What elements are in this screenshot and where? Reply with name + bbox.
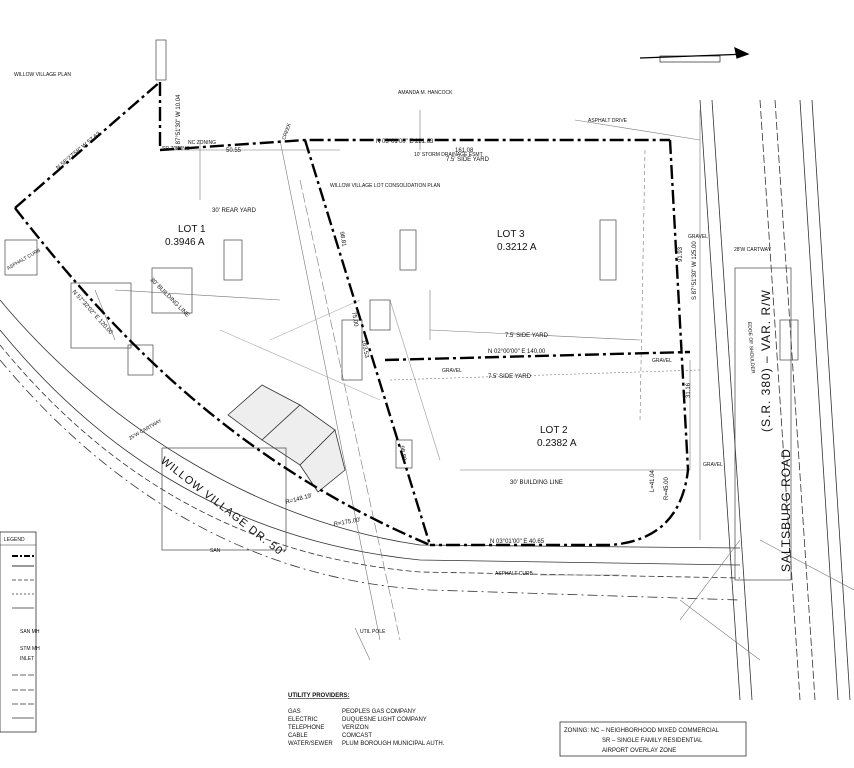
utility-provider-telephone: VERIZON bbox=[342, 725, 369, 731]
note-cartway-2: 25'W CARTWAY bbox=[128, 418, 164, 442]
bearing-middle: N 02°00'00" E 140.00 bbox=[488, 349, 546, 355]
note-utility-pole: UTIL POLE bbox=[360, 629, 386, 635]
bearing-north: N 03°01'00" E 221.63 bbox=[376, 139, 434, 145]
legend-inlet: INLET bbox=[20, 656, 34, 662]
utility-type-cable: CABLE bbox=[288, 733, 308, 739]
legend-box: LEGEND SAN MH STM MH INLET bbox=[0, 531, 40, 733]
dim-center-vert2: 75.00 bbox=[350, 311, 359, 327]
zoning-line-1: ZONING: NC – NEIGHBORHOOD MIXED COMMERCI… bbox=[564, 728, 720, 734]
utility-type-telephone: TELEPHONE bbox=[288, 725, 324, 731]
note-gravel-4: GRAVEL bbox=[703, 462, 723, 468]
note-asphalt-curb-1: ASPHALT CURB bbox=[495, 571, 534, 577]
bearing-east-upper: S 87°51'30" W 125.00 bbox=[692, 241, 698, 300]
utility-title: UTILITY PROVIDERS: bbox=[288, 693, 350, 699]
dim-arc1: R=148.19' bbox=[285, 493, 313, 506]
bearing-labels: N 03°01'00" E 221.63 N 58°27'58" W 57.63… bbox=[55, 94, 698, 545]
lot-3-name: LOT 3 bbox=[497, 229, 525, 240]
lot-3-area: 0.3212 A bbox=[497, 242, 537, 253]
note-edge-shoulder: EDGE OF SHOULDER bbox=[746, 322, 756, 374]
context-lines bbox=[94, 110, 854, 661]
zoning-line-3: AIRPORT OVERLAY ZONE bbox=[602, 748, 676, 754]
bearing-northwest: N 58°27'58" W 57.63 bbox=[55, 131, 102, 172]
legend-stm-mh: STM MH bbox=[20, 646, 40, 652]
utility-provider-water: PLUM BOROUGH MUNICIPAL AUTH. bbox=[342, 741, 445, 747]
note-building-line-2: 30' BUILDING LINE bbox=[510, 480, 563, 486]
road-saltsburg: SALTSBURG ROAD bbox=[779, 448, 793, 572]
dim-arc2: R=175.00' bbox=[333, 517, 361, 528]
bearing-nw-short: S 87°51'30" W 10.04 bbox=[176, 94, 182, 150]
bearing-south: N 03°01'00" E 40.65 bbox=[490, 539, 545, 545]
lot-2-area: 0.2382 A bbox=[537, 438, 577, 449]
utility-type-electric: ELECTRIC bbox=[288, 717, 318, 723]
note-rear-yard: 30' REAR YARD bbox=[212, 208, 257, 214]
building-pads bbox=[227, 384, 346, 493]
note-asphalt-drive: ASPHALT DRIVE bbox=[588, 118, 628, 124]
note-san: SAN bbox=[210, 548, 221, 554]
note-building-line-1: 30' BUILDING LINE bbox=[149, 277, 191, 319]
lot-2-name: LOT 2 bbox=[540, 425, 568, 436]
note-sr-zoning: SR ZONING bbox=[162, 146, 190, 152]
note-owner-2: AMANDA M. HANCOCK bbox=[398, 90, 453, 96]
note-gravel-3: GRAVEL bbox=[688, 234, 708, 240]
note-consolidation: WILLOW VILLAGE LOT CONSOLIDATION PLAN bbox=[330, 183, 441, 189]
site-notes: 30' REAR YARD 30' BUILDING LINE 30' BUIL… bbox=[6, 72, 772, 635]
lot-1-name: LOT 1 bbox=[178, 224, 206, 235]
annotation-boxes bbox=[4, 39, 799, 581]
utility-provider-gas: PEOPLES GAS COMPANY bbox=[342, 709, 416, 715]
utility-type-water: WATER/SEWER bbox=[288, 741, 333, 747]
note-side-yard-1: 7.5' SIDE YARD bbox=[446, 157, 490, 163]
note-storm-easement: 10' STORM DRAINAGE ESMT bbox=[414, 152, 483, 158]
north-arrow-icon bbox=[639, 46, 750, 63]
road-willow-village: WILLOW VILLAGE DR. 50' bbox=[158, 455, 287, 560]
legend-san-mh: SAN MH bbox=[20, 629, 40, 635]
utility-type-gas: GAS bbox=[288, 709, 301, 715]
note-nc-zoning: NC ZONING bbox=[188, 140, 216, 146]
zoning-box: ZONING: NC – NEIGHBORHOOD MIXED COMMERCI… bbox=[559, 721, 747, 757]
bearing-west-lower: N 57°32'02" E 120.00 bbox=[71, 289, 114, 336]
note-gravel-2: GRAVEL bbox=[652, 358, 672, 364]
note-gravel-1: GRAVEL bbox=[442, 368, 462, 374]
zoning-line-2: SR – SINGLE FAMILY RESIDENTIAL bbox=[602, 738, 703, 744]
note-side-yard-3: 7.5' SIDE YARD bbox=[488, 374, 532, 380]
note-creek: CREEK bbox=[281, 122, 293, 141]
property-boundary bbox=[14, 81, 691, 547]
utility-provider-cable: COMCAST bbox=[342, 733, 372, 739]
lot-labels: LOT 1 0.3946 A LOT 3 0.3212 A LOT 2 0.23… bbox=[165, 224, 577, 449]
dim-east-seg2: 31.16 bbox=[686, 382, 692, 398]
saltsburg-road-lines bbox=[699, 99, 851, 701]
dim-center-vert3: 163.53 bbox=[360, 339, 369, 359]
note-owner-1: WILLOW VILLAGE PLAN bbox=[14, 72, 71, 78]
dim-lot3-inner: 161.08 bbox=[455, 148, 474, 154]
dim-west-seg: 50.55 bbox=[226, 148, 242, 154]
road-route: (S.R. 380) – VAR. R/W bbox=[759, 289, 773, 432]
dim-curve-se: L=41.04 bbox=[650, 469, 656, 492]
dim-center-vert4: 98.80 bbox=[398, 445, 407, 461]
legend-title: LEGEND bbox=[4, 537, 25, 543]
dim-curve-se2: R=45.00 bbox=[664, 476, 670, 500]
utility-providers: UTILITY PROVIDERS: GAS PEOPLES GAS COMPA… bbox=[288, 693, 445, 747]
lot-1-area: 0.3946 A bbox=[165, 237, 205, 248]
dim-center-vert1: 98.81 bbox=[338, 231, 347, 247]
note-cartway-1: 28'W CARTWAY bbox=[734, 247, 772, 253]
note-side-yard-2: 7.5' SIDE YARD bbox=[505, 333, 549, 339]
dim-east-seg1: 91.93 bbox=[678, 246, 684, 262]
willow-village-road bbox=[0, 299, 741, 601]
utility-provider-electric: DUQUESNE LIGHT COMPANY bbox=[342, 717, 427, 723]
